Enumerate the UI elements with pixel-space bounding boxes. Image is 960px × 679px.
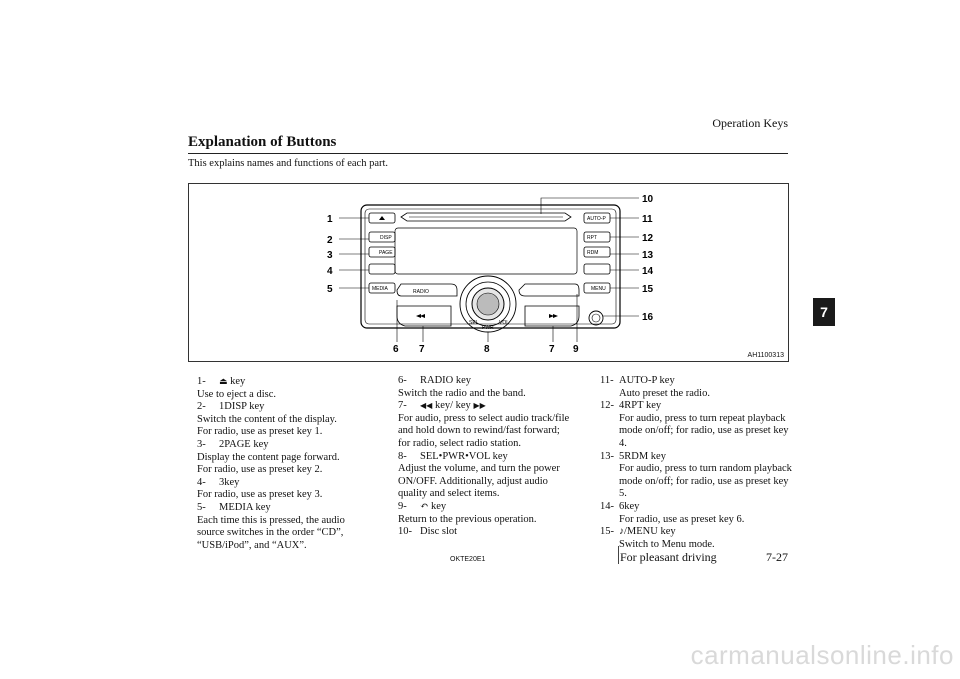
callout-9: 9 bbox=[573, 344, 579, 355]
back-icon: ↶ bbox=[420, 500, 429, 512]
list-item: 6-RADIO key bbox=[398, 375, 472, 386]
footer-chapter: For pleasant driving bbox=[620, 550, 717, 564]
list-item: 3-2PAGE key bbox=[197, 438, 269, 450]
page-number: 7-27 bbox=[766, 550, 788, 564]
callout-7b: 7 bbox=[549, 344, 555, 355]
callout-7a: 7 bbox=[419, 344, 425, 355]
callout-6: 6 bbox=[393, 344, 399, 355]
section-title: Explanation of Buttons bbox=[188, 134, 788, 154]
item-column-middle: 6-RADIO key Switch the radio and the ban… bbox=[398, 375, 593, 539]
eject-icon: ⏏ bbox=[219, 376, 228, 386]
media-button-label: MEDIA bbox=[372, 286, 389, 292]
radio-diagram-figure: DISP PAGE MEDIA AUTO-P RPT RDM MENU RADI… bbox=[188, 183, 789, 362]
callout-5: 5 bbox=[327, 284, 333, 295]
page-button-label: PAGE bbox=[379, 250, 393, 256]
list-item: 2-1DISP key bbox=[197, 401, 265, 413]
figure-code: AH1100313 bbox=[747, 352, 784, 359]
callout-1: 1 bbox=[327, 214, 333, 225]
menu-button-label: MENU bbox=[591, 286, 606, 292]
list-item: 8-SEL•PWR•VOL key bbox=[398, 450, 508, 462]
list-item: 13-5RDM key bbox=[600, 450, 666, 462]
radio-button-label: RADIO bbox=[413, 289, 429, 295]
rdm-button-label: RDM bbox=[587, 250, 598, 256]
pwr-label: PWR bbox=[482, 325, 494, 331]
vol-label: VOL bbox=[499, 320, 509, 326]
callout-13: 13 bbox=[642, 250, 654, 261]
callout-10: 10 bbox=[642, 194, 654, 205]
footer-divider bbox=[618, 546, 619, 564]
music-note-icon: ♪ bbox=[619, 526, 624, 538]
list-item: 9-↶ key bbox=[398, 500, 447, 512]
callout-2: 2 bbox=[327, 235, 333, 246]
list-item: 15-♪/MENU key bbox=[600, 526, 676, 538]
callout-12: 12 bbox=[642, 233, 654, 244]
callout-16: 16 bbox=[642, 312, 654, 323]
callout-8: 8 bbox=[484, 344, 490, 355]
rpt-button-label: RPT bbox=[587, 235, 597, 241]
watermark: carmanualsonline.info bbox=[690, 640, 954, 670]
fast-forward-icon: ▶▶ bbox=[473, 401, 486, 411]
radio-diagram: DISP PAGE MEDIA AUTO-P RPT RDM MENU RADI… bbox=[327, 194, 654, 355]
callout-3: 3 bbox=[327, 250, 333, 261]
list-item: 11-AUTO-P key bbox=[600, 375, 675, 386]
list-item: 5-MEDIA key bbox=[197, 501, 271, 513]
chapter-tab: 7 bbox=[813, 298, 835, 326]
list-item: 4-3key bbox=[197, 476, 240, 488]
disp-button-label: DISP bbox=[380, 235, 392, 241]
list-item: 7-◀◀ key/ key ▶▶ bbox=[398, 400, 486, 412]
section-subtitle: This explains names and functions of eac… bbox=[188, 158, 389, 169]
footer-code: OKTE20E1 bbox=[450, 556, 486, 563]
list-item: 1-⏏ key bbox=[197, 376, 246, 387]
rewind-icon: ◀◀ bbox=[420, 401, 433, 411]
callout-11: 11 bbox=[642, 214, 653, 225]
list-item: 14-6key bbox=[600, 500, 640, 512]
item-column-left: 1-⏏ key Use to eject a disc. 2-1DISP key… bbox=[197, 375, 387, 552]
list-item: 12-4RPT key bbox=[600, 400, 662, 412]
callout-15: 15 bbox=[642, 284, 654, 295]
sel-label: SEL bbox=[469, 320, 479, 326]
autop-button-label: AUTO-P bbox=[587, 216, 606, 222]
callout-14: 14 bbox=[642, 266, 654, 277]
callout-4: 4 bbox=[327, 266, 333, 277]
running-header: Operation Keys bbox=[712, 116, 788, 130]
list-item: 10-Disc slot bbox=[398, 526, 458, 538]
item-column-right: 11-AUTO-P key Auto preset the radio. 12-… bbox=[600, 375, 792, 550]
page-footer: For pleasant driving 7-27 bbox=[618, 546, 788, 565]
